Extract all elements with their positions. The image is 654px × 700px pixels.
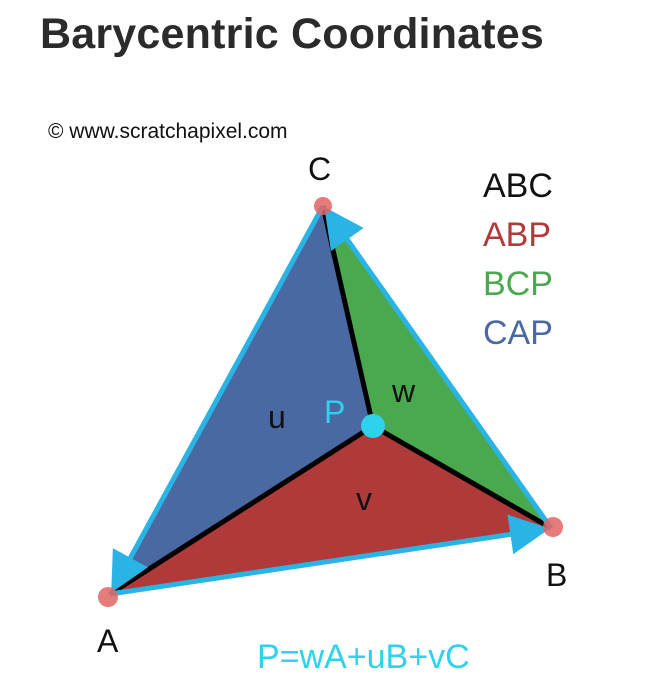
weight-v-label: v xyxy=(356,481,372,517)
legend-item-abp: ABP xyxy=(483,216,551,254)
edge-c-to-a xyxy=(111,204,326,593)
edge-a-to-b xyxy=(109,514,550,597)
legend-item-abc: ABC xyxy=(483,167,553,205)
legend: ABC ABP BCP CAP xyxy=(483,167,553,352)
line-p-to-a xyxy=(108,423,375,597)
line-p-to-b xyxy=(371,423,553,531)
legend-item-cap: CAP xyxy=(483,314,553,352)
triangle-abp xyxy=(110,426,551,594)
point-p-dot xyxy=(361,414,385,438)
triangle-cap xyxy=(110,206,373,594)
copyright-text: © www.scratchapixel.com xyxy=(48,120,288,143)
vertex-c-dot xyxy=(314,197,332,215)
point-p-label: P xyxy=(324,394,345,430)
edge-b-to-c xyxy=(324,206,554,530)
legend-item-bcp: BCP xyxy=(483,265,553,303)
weight-w-label: w xyxy=(391,373,416,409)
vertex-c-label: C xyxy=(308,151,331,187)
weight-u-label: u xyxy=(268,399,286,435)
page-title: Barycentric Coordinates xyxy=(40,10,545,58)
vertex-b-dot xyxy=(543,517,563,537)
vertex-a-dot xyxy=(98,587,118,607)
formula-text: P=wA+uB+vC xyxy=(257,638,470,676)
vertex-b-label: B xyxy=(546,557,567,593)
vertex-a-label: A xyxy=(97,623,119,659)
